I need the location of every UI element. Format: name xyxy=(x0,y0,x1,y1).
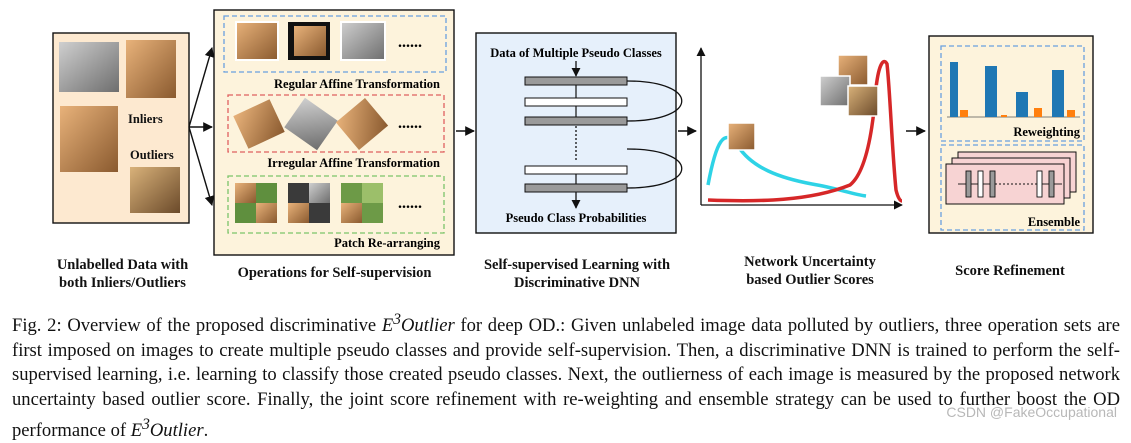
reweight-bar-2 xyxy=(960,110,968,117)
method-base-2: E xyxy=(130,419,143,441)
irregular-img-1 xyxy=(233,99,285,149)
refinement-label: Score Refinement xyxy=(925,262,1095,280)
uncertainty-label-line2: based Outlier Scores xyxy=(746,272,874,288)
cat-photo-2 xyxy=(126,40,176,98)
uncertainty-label-line1: Network Uncertainty xyxy=(744,254,876,270)
unlabelled-data-panel: Inliers Outliers xyxy=(52,32,190,224)
reweighting-group xyxy=(940,45,1085,142)
overview-figure: Inliers Outliers ...... Regular Affine T… xyxy=(52,9,1094,256)
unlabelled-label-line2: both Inliers/Outliers xyxy=(59,275,186,291)
dnn-layer-2 xyxy=(524,97,628,107)
dnn-output-label: Pseudo Class Probabilities xyxy=(506,211,647,225)
reweight-bar-7 xyxy=(1052,70,1064,117)
regular-ellipsis: ...... xyxy=(398,34,422,51)
irregular-img-3 xyxy=(335,97,389,151)
fan-arrows xyxy=(188,47,215,206)
unlabelled-data-label: Unlabelled Data with both Inliers/Outlie… xyxy=(30,256,215,292)
dnn-layer-1 xyxy=(524,76,628,86)
cat-photo-1 xyxy=(59,42,119,92)
patch-img-2 xyxy=(288,183,330,223)
reweight-bar-3 xyxy=(985,66,997,117)
ssl-label: Self-supervised Learning with Discrimina… xyxy=(462,256,692,292)
caption-prefix: Fig. 2: Overview of the proposed discrim… xyxy=(12,315,382,337)
dog-photo xyxy=(130,167,180,213)
reweight-bar-4 xyxy=(1001,115,1007,117)
reweight-bar-8 xyxy=(1067,110,1075,117)
patch-label: Patch Re-arranging xyxy=(334,236,441,250)
ensemble-group xyxy=(940,144,1085,231)
uncertainty-plot xyxy=(696,47,903,210)
ensemble-label: Ensemble xyxy=(1028,215,1081,229)
reweight-bar-1 xyxy=(950,62,958,117)
outlier-thumbnail-3 xyxy=(847,85,879,117)
inlier-thumbnail xyxy=(727,122,756,151)
patch-ellipsis: ...... xyxy=(398,195,422,212)
dnn-layer-4 xyxy=(524,165,628,175)
uncertainty-label: Network Uncertainty based Outlier Scores xyxy=(705,253,915,289)
regular-group xyxy=(223,15,447,73)
ssl-label-line2: Discriminative DNN xyxy=(513,275,641,291)
operations-label: Operations for Self-supervision xyxy=(212,264,457,282)
method-sup-2: 3 xyxy=(142,415,150,433)
refinement-panel: Reweighting Ensemble xyxy=(928,35,1094,234)
method-name-1: E3Outlier xyxy=(381,311,455,337)
method-base-1: E xyxy=(381,315,394,337)
caption-body: for deep OD.: Given unlabeled image data… xyxy=(12,315,1120,441)
irregular-img-2 xyxy=(284,97,338,151)
refinement-label-text: Score Refinement xyxy=(955,263,1065,279)
outlier-thumbnail-2 xyxy=(819,75,851,107)
inliers-label: Inliers xyxy=(128,112,163,126)
outlier-score-curve xyxy=(707,59,903,203)
patch-group xyxy=(227,175,445,234)
method-sup-1: 3 xyxy=(393,311,401,328)
method-label-2: Outlier xyxy=(149,419,204,441)
cat-photo-3 xyxy=(60,106,118,172)
dnn-input-label: Data of Multiple Pseudo Classes xyxy=(490,46,662,60)
irregular-ellipsis: ...... xyxy=(398,115,422,132)
caption-end: . xyxy=(203,419,209,441)
method-name-2: E3Outlier xyxy=(130,416,204,441)
regular-label: Regular Affine Transformation xyxy=(274,77,440,91)
ssl-label-line1: Self-supervised Learning with xyxy=(483,257,671,273)
outliers-label: Outliers xyxy=(130,148,174,162)
figure-caption: Fig. 2: Overview of the proposed discrim… xyxy=(12,308,1120,443)
operations-panel: ...... Regular Affine Transformation ...… xyxy=(213,9,455,256)
regular-img-1 xyxy=(235,21,279,61)
reweighting-label: Reweighting xyxy=(1013,125,1080,139)
operations-label-text: Operations for Self-supervision xyxy=(237,265,432,281)
patch-img-3 xyxy=(341,183,383,223)
irregular-label: Irregular Affine Transformation xyxy=(267,156,440,170)
irregular-group xyxy=(227,94,445,153)
reweight-bar-6 xyxy=(1034,108,1042,117)
dnn-panel: Data of Multiple Pseudo Classes Pseudo C… xyxy=(475,32,683,234)
regular-img-3 xyxy=(340,21,386,61)
unlabelled-label-line1: Unlabelled Data with xyxy=(56,257,189,273)
dnn-layer-3 xyxy=(524,116,628,126)
dnn-layer-5 xyxy=(524,183,628,193)
patch-img-1 xyxy=(235,183,277,223)
method-label-1: Outlier xyxy=(400,315,455,337)
reweight-bar-5 xyxy=(1016,92,1028,117)
